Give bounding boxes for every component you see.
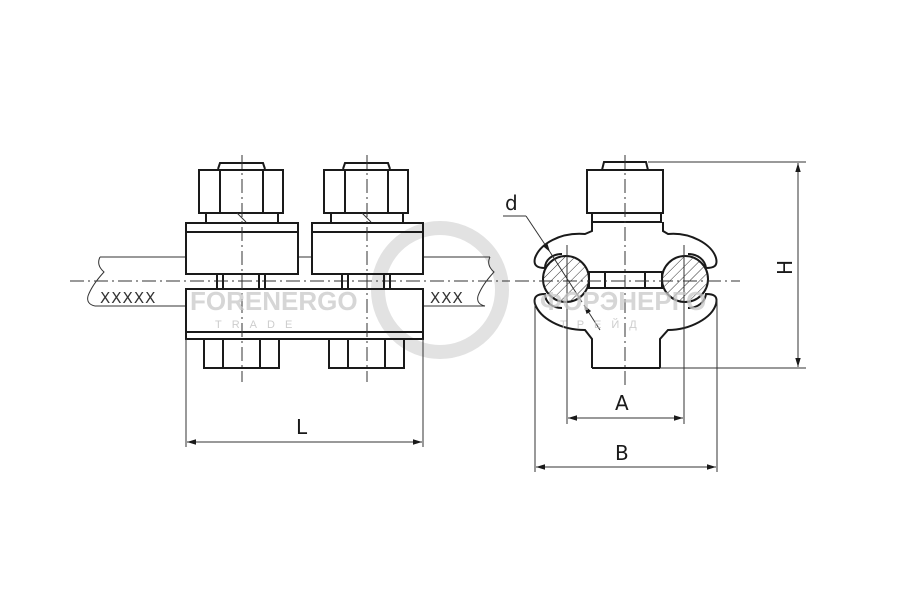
dimension-outer-width: B [534, 300, 718, 472]
lower-plate [185, 288, 424, 340]
dimension-label-l: L [296, 415, 308, 439]
watermark-brand-latin: FORENERGO [190, 286, 358, 316]
front-view: d H A B [503, 155, 806, 472]
dimension-label-b: B [615, 441, 629, 465]
clamp-body [533, 222, 718, 369]
watermark-sub-cyrillic: ТРЕЙД [560, 318, 647, 331]
bolt-assembly-1 [185, 162, 299, 369]
dimension-diameter: d [503, 191, 601, 331]
dimension-label-h: H [773, 260, 797, 275]
dimension-label-d: d [505, 191, 518, 215]
dimension-inner-width: A [566, 245, 685, 424]
watermark-brand-cyrillic: ФОРЭНЕРГО [540, 286, 706, 316]
watermark: FORENERGO TRADE ФОРЭНЕРГО ТРЕЙД [190, 286, 706, 331]
dimension-height: H [648, 161, 806, 369]
cable-marks-right: XXX [430, 289, 464, 307]
watermark-sub-latin: TRADE [215, 319, 302, 331]
dimension-label-a: A [615, 391, 629, 415]
cable-marks-left: XXXXX [100, 289, 156, 307]
cable: XXXXX XXX [87, 256, 495, 307]
side-view: XXXXX XXX [70, 155, 510, 447]
dimension-length: L [185, 339, 424, 447]
